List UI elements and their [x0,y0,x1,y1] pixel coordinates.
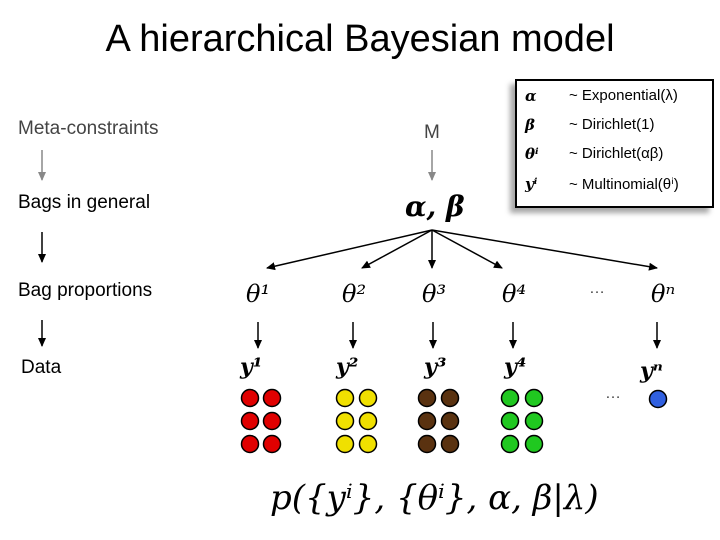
ball-bag-3 [440,388,460,408]
ball-bag-2 [358,434,378,454]
joint-probability-formula: p({yⁱ}, {θⁱ}, α, β|λ) [270,478,599,518]
y-4-label: y⁴ [504,354,527,380]
level-label-data: Data [21,357,62,378]
level-label-bags-in-general: Bags in general [18,192,151,213]
ball-bag-4 [524,411,544,431]
ball-bag-2 [335,411,355,431]
ball-bag-4 [500,388,520,408]
theta-2-label: θ² [342,280,367,308]
y-n-label: yⁿ [640,358,663,384]
distribution-expression: ~ Dirichlet(αβ) [569,145,664,162]
distribution-expression: ~ Dirichlet(1) [569,116,655,133]
page-title: A hierarchical Bayesian model [105,18,615,60]
distribution-row-alpha: α ~ Exponential(λ) [517,85,712,111]
theta-ellipsis: … [589,280,605,297]
ball-bag-3 [417,388,437,408]
ball-bag-4 [500,434,520,454]
hyperparameters-label: α, β [405,190,465,223]
distribution-expression: ~ Multinomial(θⁱ) [569,176,679,193]
level-label-meta-constraints: Meta-constraints [18,118,159,139]
ball-bag-1 [240,388,260,408]
ball-bag-3 [440,411,460,431]
ball-bag-1 [240,434,260,454]
level-label-bag-proportions: Bag proportions [18,280,153,301]
y-3-label: y³ [424,354,447,380]
ball-bag-2 [335,434,355,454]
ball-bag-1 [262,388,282,408]
ball-bag-3 [417,434,437,454]
ball-bag-3 [417,411,437,431]
arrow-to-theta-4 [431,229,503,269]
theta-n-label: θⁿ [651,280,676,308]
observed-balls [240,388,668,454]
arrow-to-theta-2 [361,229,433,269]
data-ellipsis: … [605,385,621,402]
distribution-row-beta: β ~ Dirichlet(1) [517,114,712,140]
model-label: M [424,122,440,143]
distribution-variable: yⁱ [525,175,538,193]
ball-bag-4 [500,411,520,431]
y-2-label: y² [336,354,359,380]
ball-bag-2 [335,388,355,408]
ball-bag-1 [240,411,260,431]
ball-bag-1 [262,434,282,454]
ball-bag-4 [524,388,544,408]
theta-1-label: θ¹ [246,280,271,308]
ball-bag-2 [358,388,378,408]
ball-bag-2 [358,411,378,431]
distribution-variable: α [525,87,537,105]
arrow-to-theta-n [431,229,658,271]
distribution-row-y: yⁱ ~ Multinomial(θⁱ) [517,173,712,199]
theta-3-label: θ³ [422,280,447,308]
theta-4-label: θ⁴ [502,280,527,308]
ball-bag-4 [524,434,544,454]
y-1-label: y¹ [240,354,263,380]
ball-bag-1 [262,411,282,431]
distributions-box: α ~ Exponential(λ) β ~ Dirichlet(1) θⁱ ~… [515,79,714,208]
distribution-variable: β [525,116,535,134]
arrow-to-theta-1 [266,229,433,271]
distribution-row-theta: θⁱ ~ Dirichlet(αβ) [517,143,712,169]
ball-bag-n [648,389,668,409]
distribution-variable: θⁱ [525,145,539,163]
ball-bag-3 [440,434,460,454]
distribution-expression: ~ Exponential(λ) [569,87,678,104]
